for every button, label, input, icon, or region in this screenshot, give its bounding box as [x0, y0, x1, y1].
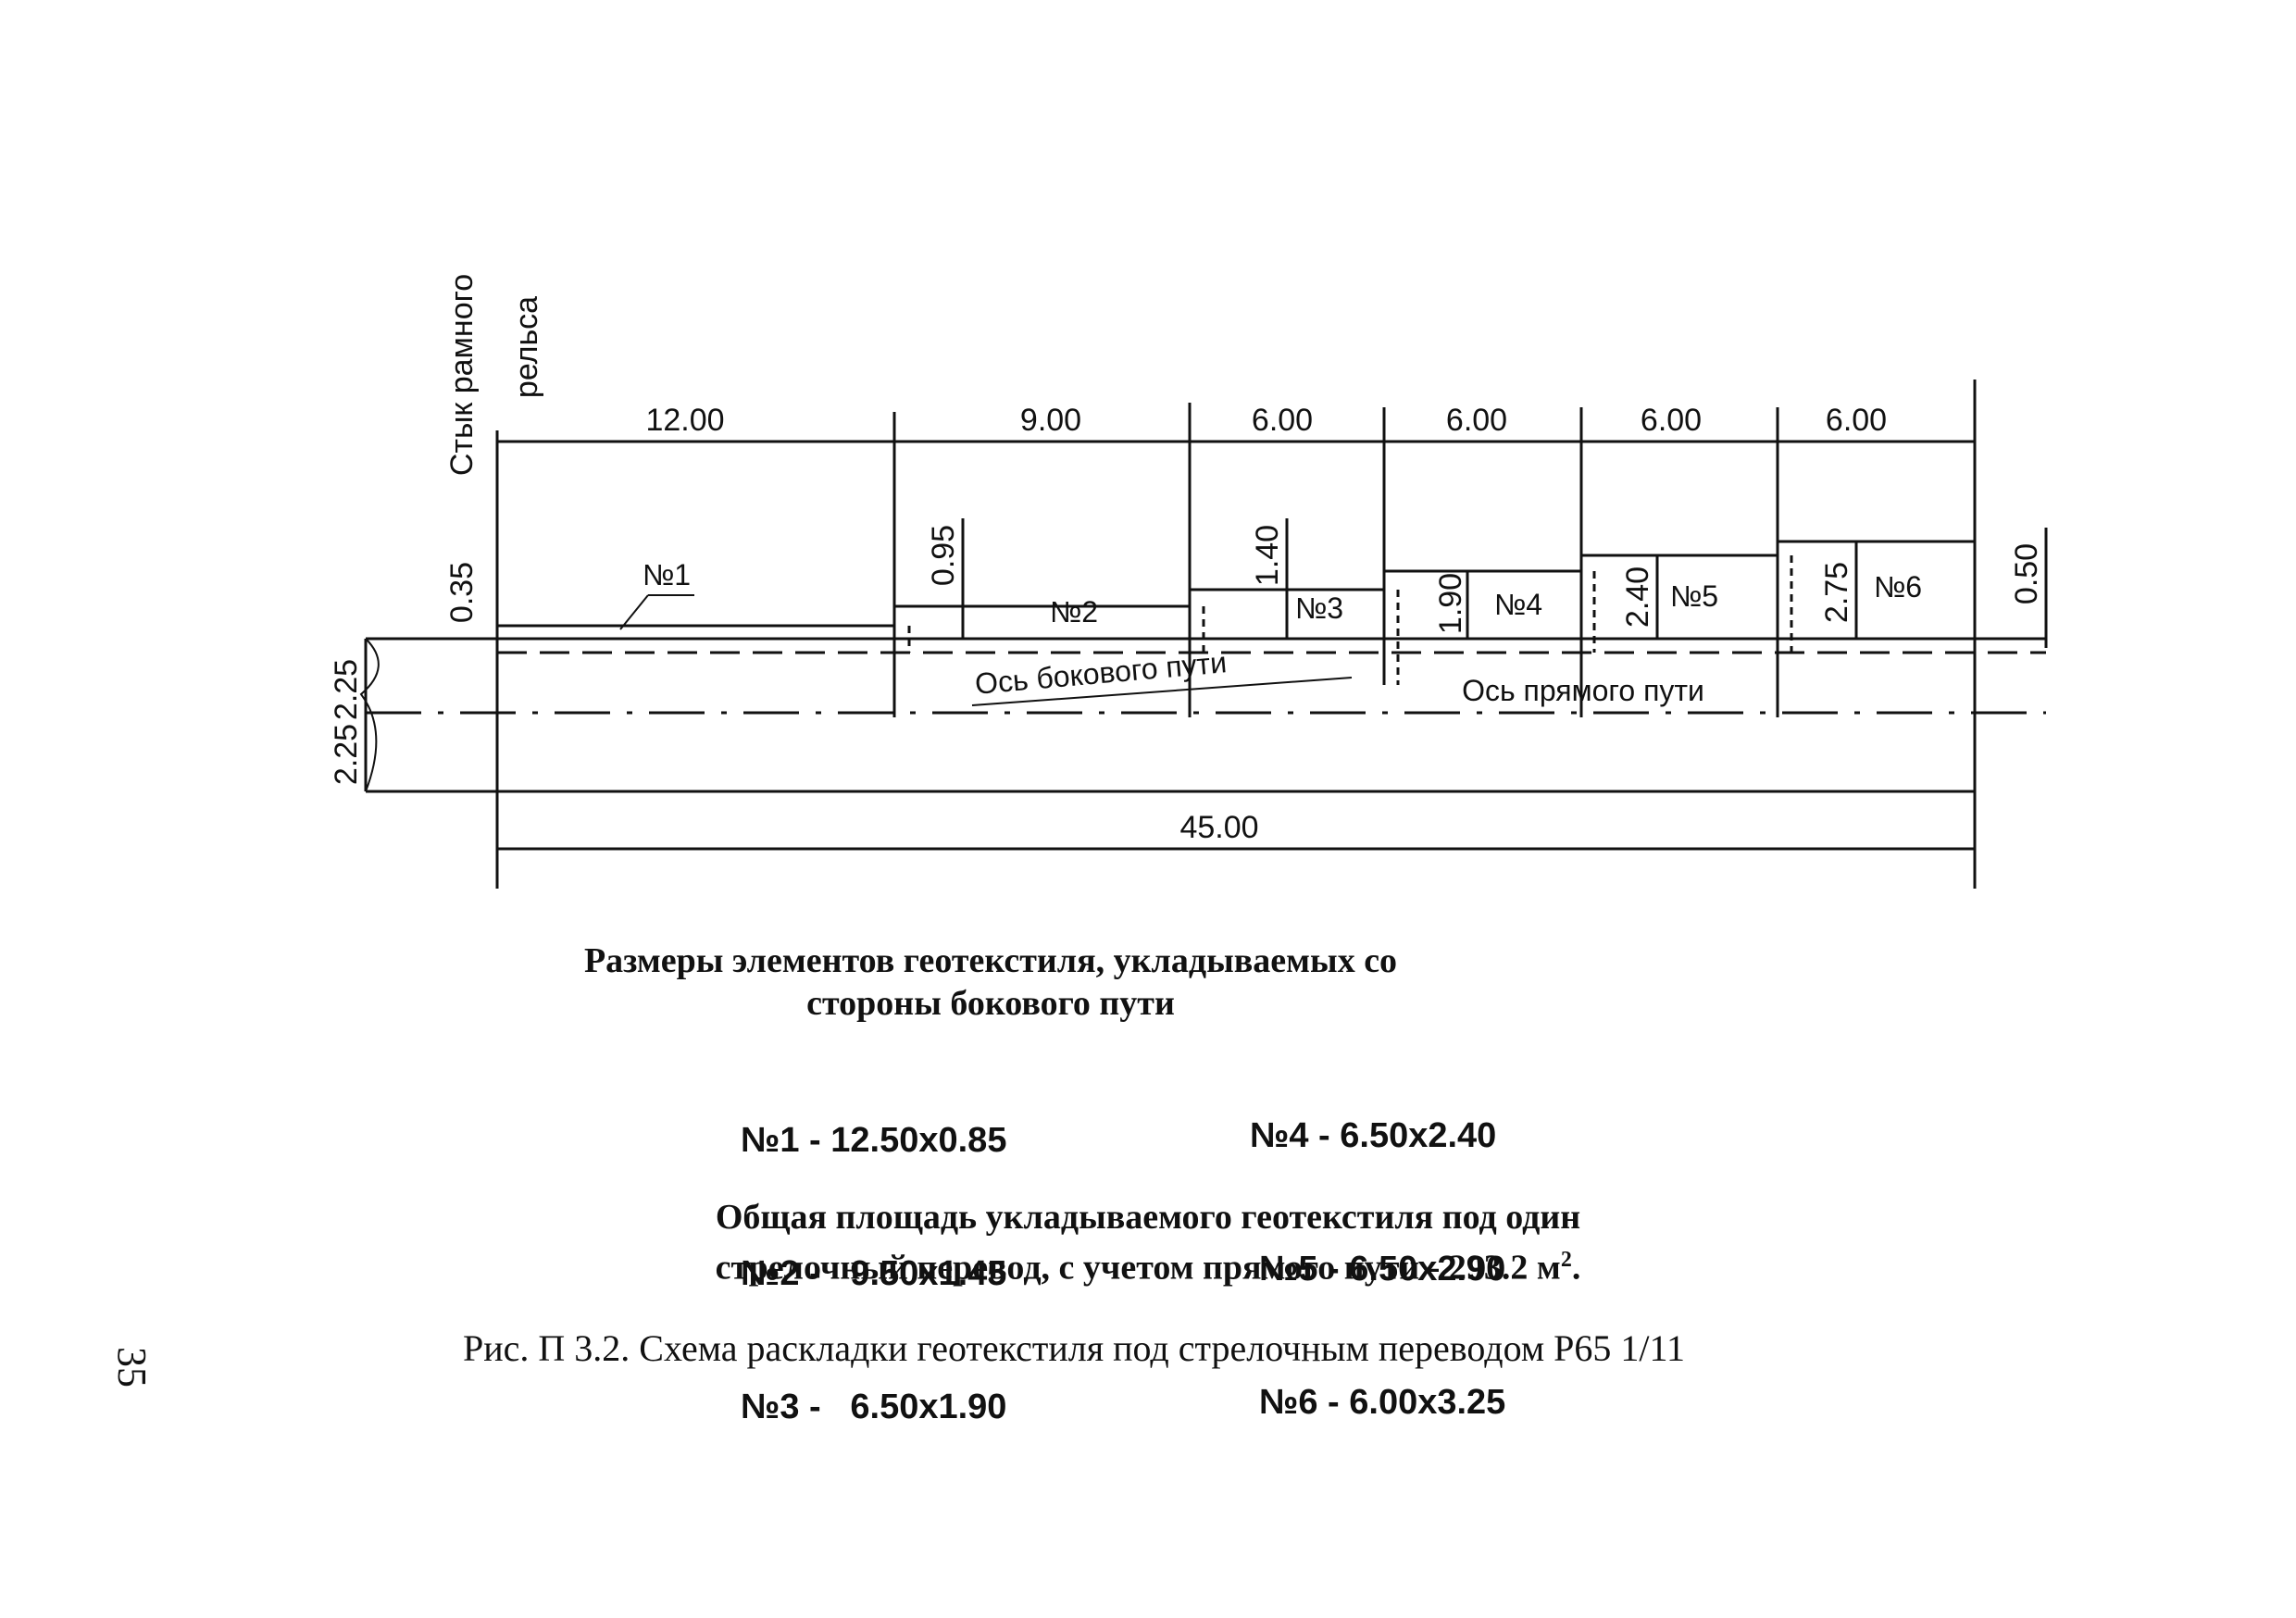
caption-heading: Размеры элементов геотекстиля, укладывае…	[555, 940, 1426, 1025]
offset-2-75: 2.75	[1819, 562, 1854, 623]
caption-heading-line1: Размеры элементов геотекстиля, укладывае…	[583, 941, 1398, 980]
size-item-3: №3 - 6.50х1.90	[741, 1388, 1007, 1426]
total-area-line1: Общая площадь укладываемого геотекстиля …	[715, 1198, 1581, 1237]
size-item-1: №1 - 12.50х0.85	[741, 1121, 1007, 1160]
dim-left-lower: 2.25	[329, 724, 364, 785]
dim-6a: 6.00	[1252, 403, 1313, 438]
offset-0-50: 0.50	[2009, 543, 2044, 604]
element-5-label: №5	[1670, 579, 1718, 613]
dim-total: 45.00	[1179, 810, 1258, 845]
main-axis-label: Ось прямого пути	[1462, 674, 1704, 707]
caption-heading-line2: стороны бокового пути	[806, 984, 1175, 1023]
junction-label-2: рельса	[509, 296, 544, 398]
dim-9: 9.00	[1020, 403, 1081, 438]
size-item-6: №6 - 6.00х3.25	[1259, 1383, 1506, 1422]
size-item-2: №2 - 9.50х1.45	[741, 1254, 1007, 1293]
figure-caption: Рис. П 3.2. Схема раскладки геотекстиля …	[463, 1327, 1686, 1369]
sizes-right-list: №4 - 6.50х2.40 №5 - 6.50х2.90 №6 - 6.00х…	[1250, 1025, 1505, 1469]
dim-12: 12.00	[645, 403, 724, 438]
sizes-left-list: №1 - 12.50х0.85 №2 - 9.50х1.45 №3 - 6.50…	[741, 1029, 1006, 1474]
offset-1-90: 1.90	[1433, 573, 1468, 634]
dim-6d: 6.00	[1826, 403, 1887, 438]
total-area-text: Общая площадь укладываемого геотекстиля …	[593, 1196, 1703, 1289]
dim-6c: 6.00	[1641, 403, 1702, 438]
dim-6b: 6.00	[1446, 403, 1507, 438]
total-area-line2: стрелочный перевод, с учетом прямого пут…	[715, 1248, 1581, 1288]
size-item-4: №4 - 6.50х2.40	[1250, 1116, 1497, 1155]
page-number: 35	[109, 1347, 155, 1388]
element-2-label: №2	[1050, 595, 1098, 629]
junction-label-1: Стык рамного	[444, 274, 480, 476]
geotextile-layout-drawing: 12.00 9.00 6.00 6.00 6.00 6.00 45.00 2.2…	[329, 274, 2048, 889]
element-6-label: №6	[1874, 570, 1922, 604]
size-item-5: №5 - 6.50х2.90	[1259, 1250, 1506, 1288]
element-3-label: №3	[1295, 591, 1343, 625]
offset-2-40: 2.40	[1620, 566, 1655, 628]
offset-0-35: 0.35	[444, 562, 480, 623]
offset-1-40: 1.40	[1250, 525, 1285, 586]
dim-left-upper: 2.25	[329, 659, 364, 720]
offset-0-95: 0.95	[926, 525, 961, 586]
element-4-label: №4	[1494, 588, 1542, 621]
element-1-label: №1	[643, 558, 691, 591]
